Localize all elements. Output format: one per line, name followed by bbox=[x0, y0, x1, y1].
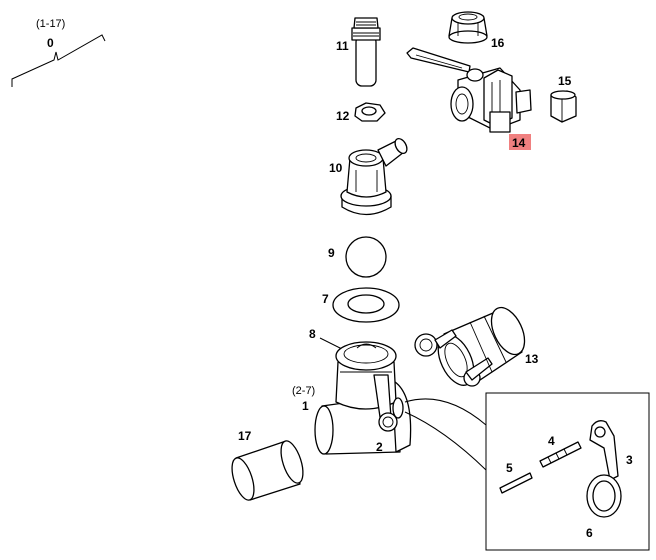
part-label-4: 4 bbox=[548, 434, 555, 448]
part-label-14: 14 bbox=[512, 136, 526, 150]
part-label-13: 13 bbox=[525, 352, 539, 366]
part-label-15: 15 bbox=[558, 74, 572, 88]
part-label-6: 6 bbox=[586, 526, 593, 540]
part-label-11: 11 bbox=[336, 39, 349, 53]
part-14-ball-valve bbox=[406, 47, 532, 133]
sub-assembly-ref-label: (2-7) bbox=[292, 385, 315, 397]
part-1-2-coupler-body bbox=[314, 341, 412, 455]
part-label-16: 16 bbox=[491, 36, 505, 50]
part-label-8: 8 bbox=[309, 327, 316, 341]
part-4-pin bbox=[539, 441, 582, 468]
part-16-small-coupler bbox=[448, 11, 488, 44]
part-12-hex-nut bbox=[354, 102, 386, 122]
part-6-ring bbox=[586, 474, 622, 518]
assembly-bracket bbox=[11, 34, 106, 87]
part-5-pin bbox=[499, 472, 533, 494]
part-7-gasket bbox=[332, 287, 400, 323]
part-10-dust-cap bbox=[340, 137, 408, 216]
part-label-10: 10 bbox=[329, 161, 343, 175]
part-15-hex-cap bbox=[550, 90, 577, 123]
detail-callout-line-bottom bbox=[404, 411, 487, 471]
part-label-7: 7 bbox=[322, 292, 329, 306]
part-label-3: 3 bbox=[626, 453, 633, 467]
part-label-1: 1 bbox=[302, 399, 309, 413]
part-label-12: 12 bbox=[336, 109, 350, 123]
part-label-17: 17 bbox=[238, 429, 252, 443]
assembly-number-label: 0 bbox=[47, 36, 54, 50]
detail-callout-line-top bbox=[404, 398, 487, 426]
part-9-ball bbox=[345, 236, 387, 278]
part-11-threaded-nipple bbox=[351, 17, 381, 87]
part-13-cam-coupler bbox=[414, 306, 526, 387]
detail-inset-box bbox=[485, 392, 650, 551]
part-14-highlight-box bbox=[509, 134, 531, 150]
assembly-reference: (1-17) 0 bbox=[11, 18, 106, 87]
part-3-cam-arm bbox=[589, 420, 619, 481]
part-label-2: 2 bbox=[376, 440, 383, 454]
part-label-9: 9 bbox=[328, 246, 335, 260]
assembly-range-label: (1-17) bbox=[36, 18, 65, 30]
part-17-sleeve bbox=[231, 440, 304, 501]
part-label-5: 5 bbox=[506, 461, 513, 475]
